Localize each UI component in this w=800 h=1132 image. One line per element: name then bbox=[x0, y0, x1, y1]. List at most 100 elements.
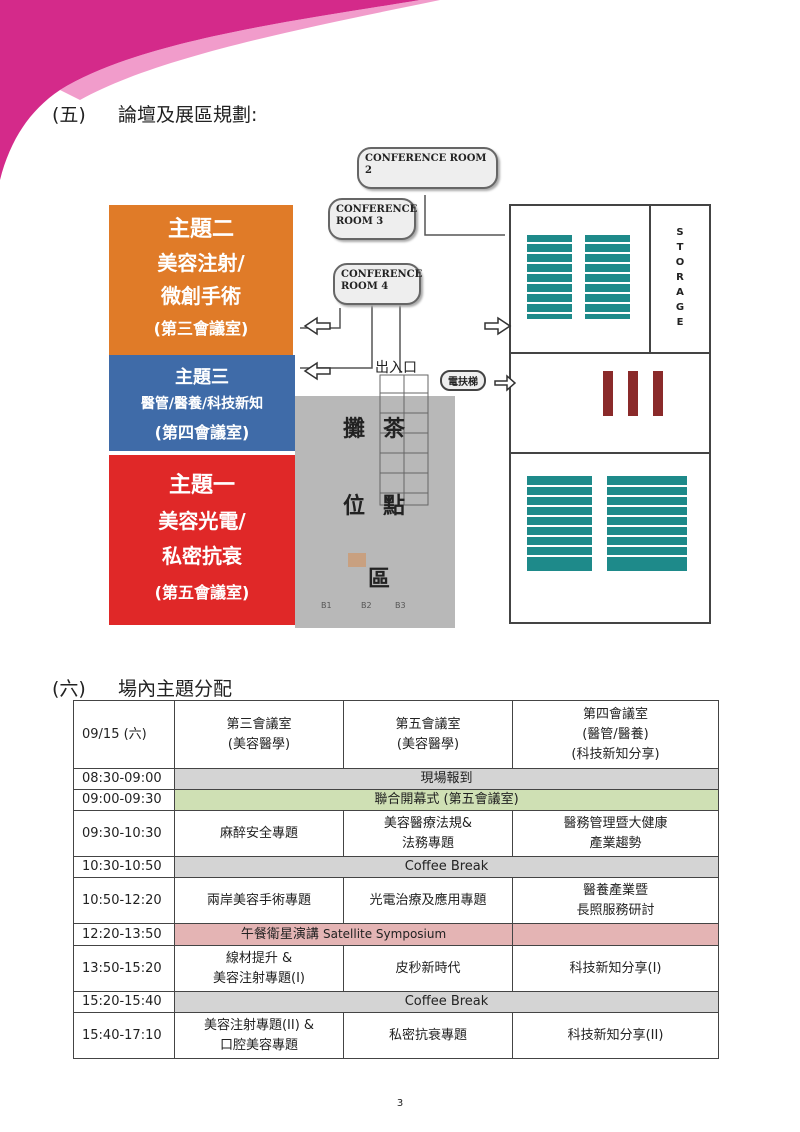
header-col3: 第四會議室 (醫管/醫養) (科技新知分享) bbox=[512, 700, 719, 769]
row7-col1-line2: 美容注射專題(I) bbox=[213, 970, 305, 986]
section-6-number: (六) bbox=[52, 678, 86, 700]
floor-plan: CONFERENCE ROOM 2 CONFERENCE ROOM 3 CONF… bbox=[95, 143, 725, 633]
booth-b1: B1 bbox=[321, 601, 332, 610]
row3-col2: 美容醫療法規&法務專題 bbox=[343, 810, 513, 857]
topic-1-line2: 私密抗衰 bbox=[162, 544, 242, 568]
booth-area-bg bbox=[295, 396, 455, 628]
row3-col3: 醫務管理暨大健康產業趨勢 bbox=[512, 810, 719, 857]
table-row: 12:20-13:50 午餐衛星演講 Satellite Symposium bbox=[73, 923, 719, 946]
row4-event: Coffee Break bbox=[174, 856, 719, 878]
header-col3-line2: (醫管/醫養) bbox=[582, 726, 649, 742]
topic-3-title: 主題三 bbox=[175, 367, 229, 388]
row5-col1: 兩岸美容手術專題 bbox=[174, 877, 344, 924]
seating-middle bbox=[603, 371, 663, 416]
table-row: 09:00-09:30 聯合開幕式 (第五會議室) bbox=[73, 789, 719, 811]
booth-char-3: 位 bbox=[343, 494, 366, 519]
row9-col1: 美容注射專題(II) &口腔美容專題 bbox=[174, 1012, 344, 1059]
conference-room-3-line2: ROOM 3 bbox=[336, 216, 384, 227]
topic-2-line2: 微創手術 bbox=[161, 284, 241, 308]
header-col3-line1: 第四會議室 bbox=[582, 706, 648, 722]
topic-1-room: 主題一 美容光電/ 私密抗衰 (第五會議室) bbox=[109, 455, 295, 625]
header-col3-line3: (科技新知分享) bbox=[571, 746, 660, 762]
row3-col2-line1: 美容醫療法規& bbox=[383, 815, 473, 831]
conference-room-4-line1: CONFERENCE bbox=[341, 269, 423, 280]
row6-event-zh: 午餐衛星演講 bbox=[240, 927, 319, 942]
header-col1-line1: 第三會議室 bbox=[226, 716, 292, 732]
section-5-number: (五) bbox=[52, 104, 86, 126]
storage-t: T bbox=[676, 242, 684, 253]
row7-col3: 科技新知分享(I) bbox=[512, 945, 719, 992]
table-row: 15:40-17:10 美容注射專題(II) &口腔美容專題 私密抗衰專題 科技… bbox=[73, 1012, 719, 1059]
conference-room-2-line2: ROOM 2 bbox=[365, 153, 487, 176]
header-col2-line1: 第五會議室 bbox=[395, 716, 461, 732]
topic-2-title: 主題二 bbox=[167, 217, 234, 242]
section-5-title: 論壇及展區規劃: bbox=[118, 104, 258, 126]
seating-top bbox=[527, 235, 630, 319]
row5-col3-line2: 長照服務研討 bbox=[576, 902, 655, 918]
booth-char-1: 攤 bbox=[343, 417, 366, 442]
table-row: 10:30-10:50 Coffee Break bbox=[73, 856, 719, 878]
section-5-heading: (五) 論壇及展區規劃: bbox=[52, 100, 257, 127]
schedule-table: 09/15 (六) 第三會議室 (美容醫學) 第五會議室 (美容醫學) 第四會議… bbox=[73, 700, 719, 1059]
conference-room-4-line2: ROOM 4 bbox=[341, 281, 389, 292]
table-row: 09:30-10:30 麻醉安全專題 美容醫療法規&法務專題 醫務管理暨大健康產… bbox=[73, 810, 719, 857]
decorative-swoosh bbox=[0, 0, 440, 180]
conference-room-2: CONFERENCE ROOM 2 bbox=[357, 147, 498, 189]
row8-time: 15:20-15:40 bbox=[73, 991, 175, 1013]
header-date: 09/15 (六) bbox=[73, 700, 175, 769]
row6-time: 12:20-13:50 bbox=[73, 923, 175, 946]
row3-col1: 麻醉安全專題 bbox=[174, 810, 344, 857]
topic-2-room-name: (第三會議室) bbox=[153, 319, 249, 338]
row5-col2: 光電治療及應用專題 bbox=[343, 877, 513, 924]
conference-room-3-line1: CONFERENCE bbox=[336, 204, 418, 215]
table-header-row: 09/15 (六) 第三會議室 (美容醫學) 第五會議室 (美容醫學) 第四會議… bbox=[73, 700, 719, 769]
section-6-title: 場內主題分配 bbox=[118, 678, 233, 700]
topic-1-title: 主題一 bbox=[168, 473, 235, 498]
booth-b2: B2 bbox=[361, 601, 372, 610]
topic-2-room: 主題二 美容注射/ 微創手術 (第三會議室) bbox=[109, 205, 293, 355]
row7-time: 13:50-15:20 bbox=[73, 945, 175, 992]
storage-r: R bbox=[676, 272, 684, 283]
booth-char-4: 點 bbox=[383, 494, 406, 519]
row2-event: 聯合開幕式 (第五會議室) bbox=[174, 789, 719, 811]
storage-e: E bbox=[676, 317, 684, 328]
storage-label: S T O R A G E bbox=[674, 225, 686, 330]
topic-2-line1: 美容注射/ bbox=[157, 251, 245, 275]
topic-1-room-name: (第五會議室) bbox=[154, 583, 250, 602]
page-number: 3 bbox=[396, 1098, 404, 1109]
door-arrows bbox=[303, 316, 517, 392]
row5-col3: 醫養產業暨長照服務研討 bbox=[512, 877, 719, 924]
row5-col3-line1: 醫養產業暨 bbox=[582, 882, 648, 898]
conference-room-2-line1: CONFERENCE bbox=[365, 153, 447, 164]
table-row: 08:30-09:00 現場報到 bbox=[73, 768, 719, 790]
row2-time: 09:00-09:30 bbox=[73, 789, 175, 811]
row9-time: 15:40-17:10 bbox=[73, 1012, 175, 1059]
topic-3-room: 主題三 醫管/醫養/科技新知 (第四會議室) bbox=[109, 355, 295, 451]
row3-time: 09:30-10:30 bbox=[73, 810, 175, 857]
row4-time: 10:30-10:50 bbox=[73, 856, 175, 878]
storage-a: A bbox=[676, 287, 684, 298]
row3-col2-line2: 法務專題 bbox=[401, 835, 454, 851]
row9-col3: 科技新知分享(II) bbox=[512, 1012, 719, 1059]
booth-char-5: 區 bbox=[368, 567, 391, 592]
table-row: 15:20-15:40 Coffee Break bbox=[73, 991, 719, 1013]
conference-room-4: CONFERENCE ROOM 4 bbox=[333, 263, 423, 305]
header-col1-line2: (美容醫學) bbox=[227, 736, 291, 752]
row9-col1-line2: 口腔美容專題 bbox=[219, 1037, 298, 1053]
storage-o: O bbox=[675, 257, 685, 268]
row1-event: 現場報到 bbox=[174, 768, 719, 790]
conference-room-3: CONFERENCE ROOM 3 bbox=[328, 198, 418, 240]
row6-event-en: Satellite Symposium bbox=[322, 927, 447, 941]
row1-time: 08:30-09:00 bbox=[73, 768, 175, 790]
section-6-heading: (六) 場內主題分配 bbox=[52, 674, 232, 701]
row7-col1: 線材提升 & 美容注射專題(I) bbox=[174, 945, 344, 992]
storage-g: G bbox=[675, 302, 685, 313]
floor-plan-drawing bbox=[295, 195, 711, 628]
row6-event: 午餐衛星演講 Satellite Symposium bbox=[174, 923, 513, 946]
escalator-label: 電扶梯 bbox=[440, 370, 486, 391]
booth-char-2: 茶 bbox=[383, 417, 406, 442]
row8-event: Coffee Break bbox=[174, 991, 719, 1013]
row7-col1-line1: 線材提升 & bbox=[225, 950, 293, 966]
row3-col3-line2: 產業趨勢 bbox=[589, 835, 642, 851]
storage-s: S bbox=[676, 227, 684, 238]
